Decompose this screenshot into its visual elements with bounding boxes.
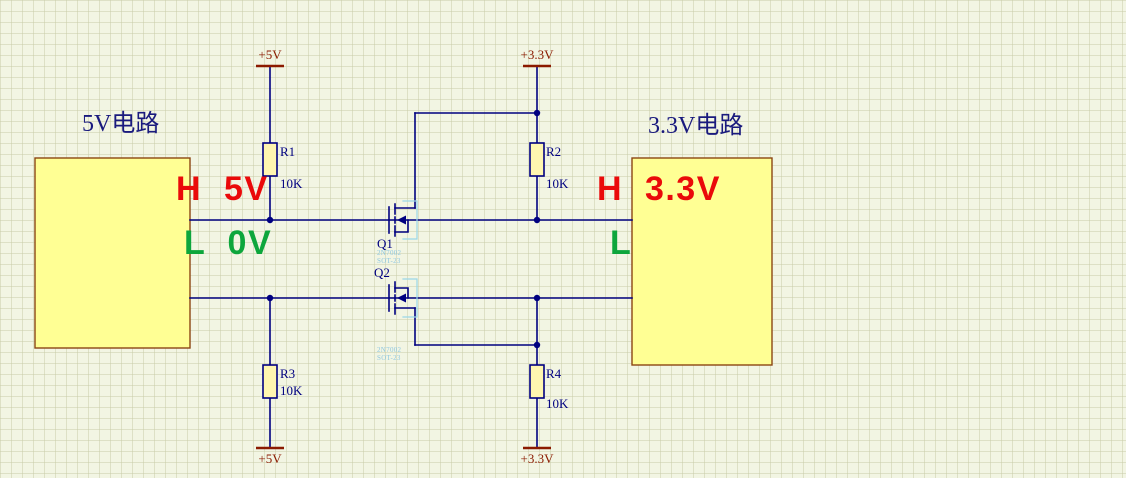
power-label-top-right: +3.3V <box>520 47 554 62</box>
q1-note-line2: SOT-23 <box>377 257 401 265</box>
power-label-top-left: +5V <box>258 47 282 62</box>
q1-designator: Q1 <box>377 236 393 251</box>
r2-value: 10K <box>546 176 569 191</box>
left-circuit-box <box>34 157 191 349</box>
resistors <box>262 142 545 399</box>
circuit-boxes <box>34 157 773 366</box>
resistor-r3 <box>262 364 278 399</box>
left-box-title: 5V电路 <box>82 111 160 137</box>
r3-value: 10K <box>280 383 303 398</box>
annotation-right-low: L <box>610 224 633 262</box>
q2-accent-outline <box>402 278 418 318</box>
r1-designator: R1 <box>280 144 296 159</box>
junction-dot <box>533 109 541 117</box>
right-box-title: 3.3V电路 <box>648 113 744 139</box>
q1-note-line1: 2N7002 <box>377 249 402 257</box>
resistor-r2 <box>529 142 545 177</box>
mosfet-q2 <box>388 278 418 318</box>
q1-source-stub <box>394 219 409 233</box>
annotation-left-high: H 5V <box>176 170 269 208</box>
r4-value: 10K <box>546 396 569 411</box>
q2-body-arrow <box>397 293 406 303</box>
r1-value: 10K <box>280 176 303 191</box>
q2-note-line1: 2N7002 <box>377 346 402 354</box>
q2-note-line2: SOT-23 <box>377 354 401 362</box>
junction-dots <box>266 109 541 349</box>
r3-designator: R3 <box>280 366 296 381</box>
junction-dot <box>266 216 274 224</box>
resistor-r1 <box>262 142 278 177</box>
q2-designator: Q2 <box>374 265 390 280</box>
junction-dot <box>266 294 274 302</box>
mosfet-q1 <box>388 200 418 240</box>
junction-dot <box>533 294 541 302</box>
power-bars <box>256 64 551 450</box>
r2-designator: R2 <box>546 144 562 159</box>
wires <box>189 65 633 449</box>
q1-accent-outline <box>402 200 418 240</box>
junction-dot <box>533 341 541 349</box>
annotation-right-high: H 3.3V <box>597 170 721 208</box>
power-label-bottom-left: +5V <box>258 451 282 466</box>
q2-drain-stub <box>394 287 409 299</box>
r4-designator: R4 <box>546 366 562 381</box>
junction-dot <box>533 216 541 224</box>
power-label-bottom-right: +3.3V <box>520 451 554 466</box>
q1-body-arrow <box>397 215 406 225</box>
annotation-left-low: L 0V <box>184 224 273 262</box>
right-circuit-box <box>631 157 773 366</box>
resistor-r4 <box>529 364 545 399</box>
